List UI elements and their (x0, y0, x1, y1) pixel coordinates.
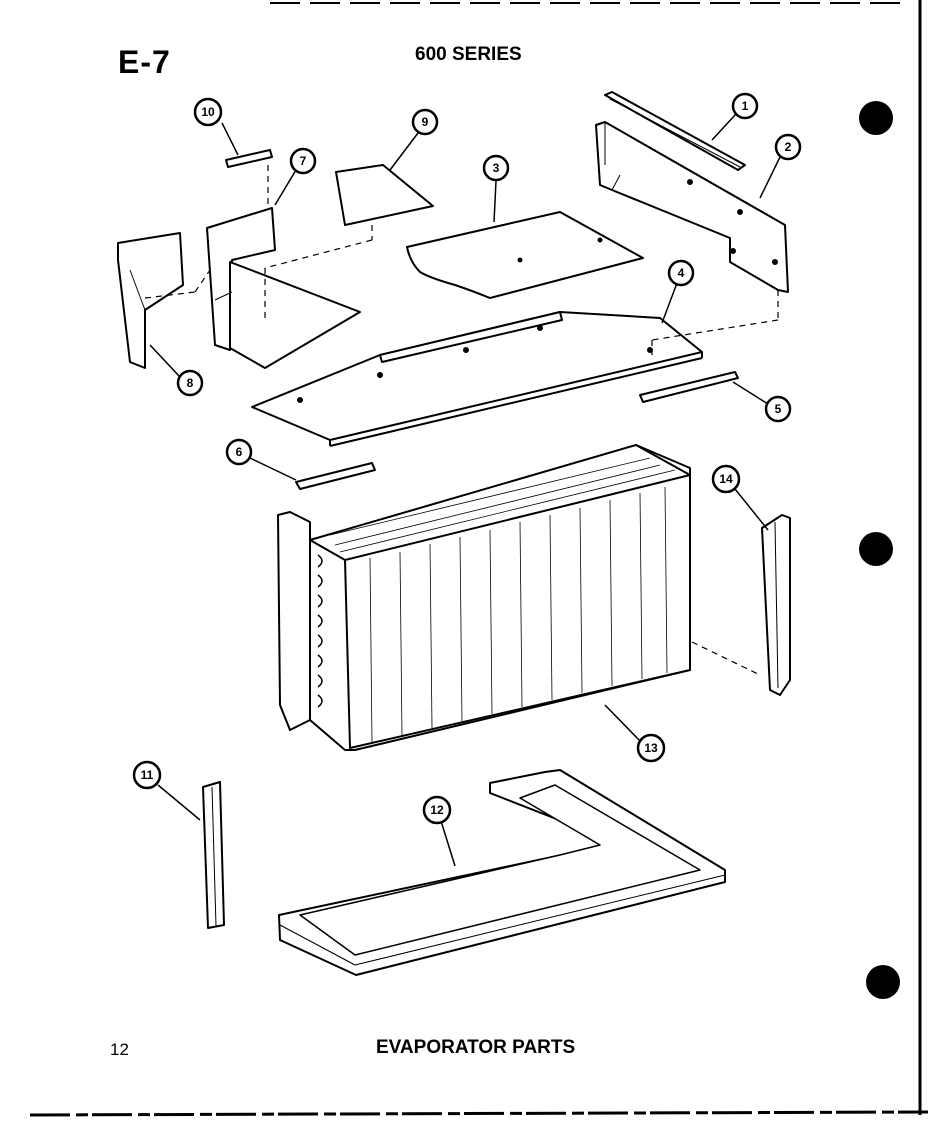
leader-lines (149, 113, 782, 867)
callout-label: 4 (678, 266, 685, 280)
callout-label: 5 (775, 402, 782, 416)
binder-hole-icon (866, 965, 900, 999)
part-12-base-frame (278, 769, 726, 976)
callout-3: 3 (482, 154, 510, 182)
callout-14: 14 (711, 464, 741, 494)
binder-hole-icon (859, 101, 893, 135)
callout-4: 4 (667, 259, 695, 287)
series-title: 600 SERIES (415, 44, 522, 65)
callout-label: 9 (422, 115, 429, 129)
part-4-top-panel (251, 311, 703, 447)
section-code: E-7 (118, 44, 171, 80)
callout-label: 11 (141, 768, 154, 782)
callout-1: 1 (731, 92, 759, 120)
page-edge-bottom (29, 1110, 928, 1117)
part-8-end-panel (117, 232, 184, 369)
callout-13: 13 (636, 733, 666, 763)
callout-label: 8 (187, 376, 194, 390)
part-13-evaporator-coil (277, 444, 691, 751)
assembly-guide-lines (144, 165, 779, 676)
callout-label: 14 (719, 472, 733, 486)
part-3-panel (406, 211, 644, 299)
part-11-vertical-bracket (202, 781, 225, 929)
callout-2: 2 (774, 133, 802, 161)
part-6-strip (295, 462, 376, 490)
callout-label: 10 (201, 105, 215, 119)
callout-label: 2 (785, 140, 792, 154)
callout-label: 7 (300, 154, 307, 168)
part-9-triangle-plate (335, 164, 434, 226)
page-number: 12 (110, 1040, 129, 1059)
part-14-side-channel (761, 514, 791, 696)
part-10-clip (225, 149, 273, 168)
callout-5: 5 (764, 395, 792, 423)
callout-label: 13 (644, 741, 658, 755)
part-5-strip (639, 371, 739, 403)
callout-10: 10 (193, 97, 223, 127)
callout-11: 11 (132, 760, 162, 790)
callout-8: 8 (176, 369, 204, 397)
diagram-caption: EVAPORATOR PARTS (376, 1037, 576, 1058)
callout-label: 6 (236, 445, 243, 459)
part-7-side-bracket (206, 207, 361, 369)
part-2-back-panel (595, 121, 789, 293)
callout-9: 9 (411, 108, 439, 136)
callout-label: 3 (493, 161, 500, 175)
callout-label: 1 (742, 99, 749, 113)
part-1-strip (604, 91, 746, 171)
callout-label: 12 (430, 803, 444, 817)
callout-6: 6 (225, 438, 253, 466)
callout-7: 7 (289, 147, 317, 175)
callout-12: 12 (422, 795, 452, 825)
binder-hole-icon (859, 532, 893, 566)
